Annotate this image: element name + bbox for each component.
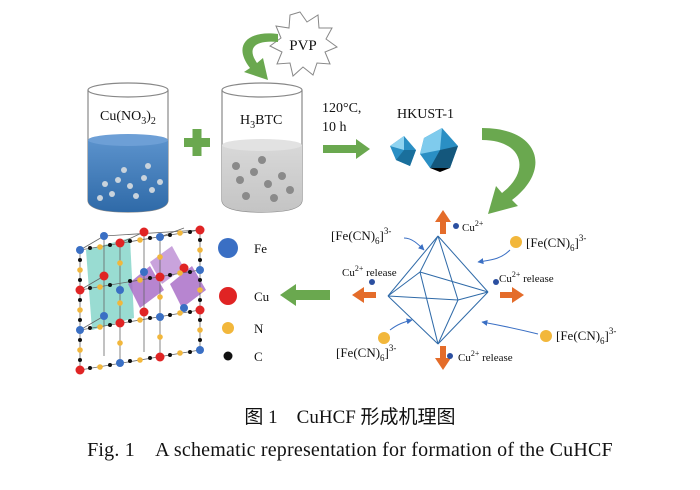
fecn-ion-dot — [510, 236, 522, 248]
synthesis-arrow — [323, 139, 370, 159]
caption-chinese: 图 1 CuHCF 形成机理图 — [244, 407, 456, 428]
cu-ion-dot — [447, 353, 453, 359]
beaker-cu-no3: Cu(NO3)2 — [87, 82, 169, 213]
legend-cu-swatch — [219, 287, 237, 305]
cu2-release-left: Cu2+ release — [342, 264, 397, 279]
cu-ion-dot — [369, 279, 375, 285]
legend-n-label: N — [254, 321, 264, 336]
legend-n-swatch — [222, 322, 234, 334]
pvp-arrow — [242, 33, 278, 80]
legend-fe-label: Fe — [254, 241, 267, 256]
fecn-ion-dot — [378, 332, 390, 344]
fecn-approach-arrow — [389, 318, 413, 331]
legend-c-label: C — [254, 349, 263, 364]
release-curve-arrow — [482, 128, 536, 214]
legend-c-swatch — [223, 351, 233, 361]
fecn-approach-arrow — [477, 249, 511, 265]
pvp-label: PVP — [289, 38, 317, 54]
legend-cu-label: Cu — [254, 289, 270, 304]
fecn-label-top-left: [Fe(CN)6]3- — [331, 226, 391, 246]
fecn-label-bottom-left: [Fe(CN)6]3- — [336, 343, 396, 363]
fecn-label-top-right: [Fe(CN)6]3- — [526, 233, 586, 253]
plus-icon — [184, 129, 210, 156]
fecn-ion-dot — [540, 330, 552, 342]
release-arrows — [352, 210, 524, 370]
temperature-label: 120°C, — [322, 101, 361, 116]
cu-ion-dot — [453, 223, 459, 229]
octahedron — [387, 235, 489, 345]
product-arrow — [280, 284, 330, 306]
legend: Fe Cu N C — [218, 238, 270, 364]
cu2-label-top: Cu2+ — [462, 219, 484, 234]
hkust-crystals — [390, 128, 458, 172]
time-label: 10 h — [322, 120, 347, 135]
caption-english: Fig. 1 A schematic representation for fo… — [87, 439, 613, 461]
cuhcf-lattice — [75, 225, 206, 375]
schematic-diagram: PVP Cu(NO3)2 H3BTC 120°C, — [75, 11, 616, 375]
cu-ion-dot — [493, 279, 499, 285]
cu2-release-bottom: Cu2+ release — [458, 349, 513, 364]
fecn-label-bottom-right: [Fe(CN)6]3- — [556, 326, 616, 346]
cu2-release-right: Cu2+ release — [499, 270, 554, 285]
cu-no3-label: Cu(NO3)2 — [100, 109, 156, 127]
pvp-starburst: PVP — [269, 11, 339, 77]
beaker-h3btc: H3BTC — [221, 82, 303, 213]
fecn-approach-arrow — [403, 237, 425, 251]
fecn-approach-arrow — [481, 320, 539, 335]
h3btc-label: H3BTC — [240, 113, 282, 131]
hkust-label: HKUST-1 — [397, 107, 454, 122]
legend-fe-swatch — [218, 238, 238, 258]
